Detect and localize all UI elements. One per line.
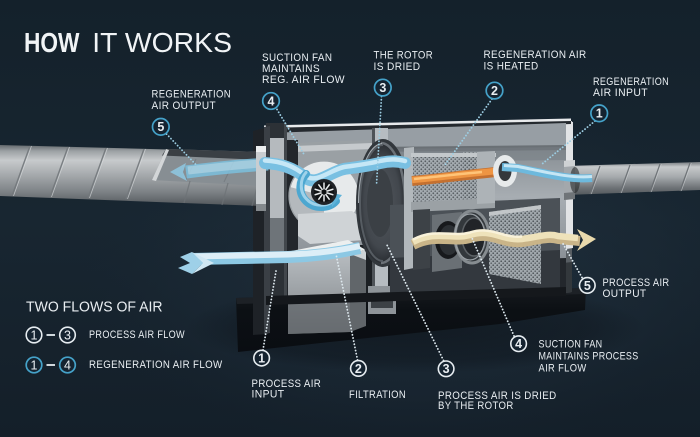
svg-text:AIR INPUT: AIR INPUT <box>593 87 648 99</box>
svg-text:PROCESS AIR IS DRIED: PROCESS AIR IS DRIED <box>438 390 557 402</box>
svg-text:BY THE ROTOR: BY THE ROTOR <box>438 400 514 412</box>
svg-text:INPUT: INPUT <box>252 389 285 401</box>
svg-text:REGENERATION AIR: REGENERATION AIR <box>484 49 587 61</box>
svg-text:AIR OUTPUT: AIR OUTPUT <box>152 100 217 112</box>
svg-text:REG. AIR FLOW: REG. AIR FLOW <box>262 74 345 86</box>
svg-text:TWO FLOWS OF AIR: TWO FLOWS OF AIR <box>26 300 163 316</box>
svg-text:5: 5 <box>157 120 164 134</box>
svg-text:1: 1 <box>258 352 265 366</box>
svg-text:3: 3 <box>443 362 450 376</box>
svg-text:PROCESS AIR FLOW: PROCESS AIR FLOW <box>89 329 185 341</box>
svg-text:REGENERATION: REGENERATION <box>593 76 669 88</box>
svg-text:2: 2 <box>491 84 498 98</box>
svg-text:1: 1 <box>596 107 603 121</box>
svg-text:IT WORKS: IT WORKS <box>92 27 232 58</box>
svg-text:2: 2 <box>355 362 362 376</box>
svg-text:REGENERATION: REGENERATION <box>152 89 232 101</box>
svg-text:1: 1 <box>31 358 38 372</box>
svg-text:3: 3 <box>64 328 71 342</box>
svg-text:1: 1 <box>31 328 38 342</box>
svg-text:REGENERATION AIR FLOW: REGENERATION AIR FLOW <box>89 359 223 371</box>
svg-text:PROCESS AIR: PROCESS AIR <box>252 378 322 390</box>
svg-text:OUTPUT: OUTPUT <box>603 288 647 300</box>
svg-text:3: 3 <box>379 81 386 95</box>
svg-text:SUCTION FAN: SUCTION FAN <box>539 339 603 351</box>
svg-text:MAINTAINS: MAINTAINS <box>262 63 320 75</box>
svg-text:AIR FLOW: AIR FLOW <box>539 362 587 374</box>
svg-text:THE ROTOR: THE ROTOR <box>374 50 434 62</box>
svg-text:PROCESS AIR: PROCESS AIR <box>603 277 670 289</box>
svg-text:4: 4 <box>64 358 71 372</box>
svg-text:IS HEATED: IS HEATED <box>484 61 539 73</box>
svg-text:HOW: HOW <box>24 27 80 58</box>
svg-text:4: 4 <box>515 337 522 351</box>
svg-text:MAINTAINS PROCESS: MAINTAINS PROCESS <box>539 351 639 363</box>
svg-text:4: 4 <box>268 94 275 108</box>
svg-text:SUCTION FAN: SUCTION FAN <box>262 52 332 64</box>
svg-text:5: 5 <box>584 279 591 293</box>
svg-text:IS DRIED: IS DRIED <box>374 61 421 73</box>
svg-text:FILTRATION: FILTRATION <box>349 389 406 401</box>
